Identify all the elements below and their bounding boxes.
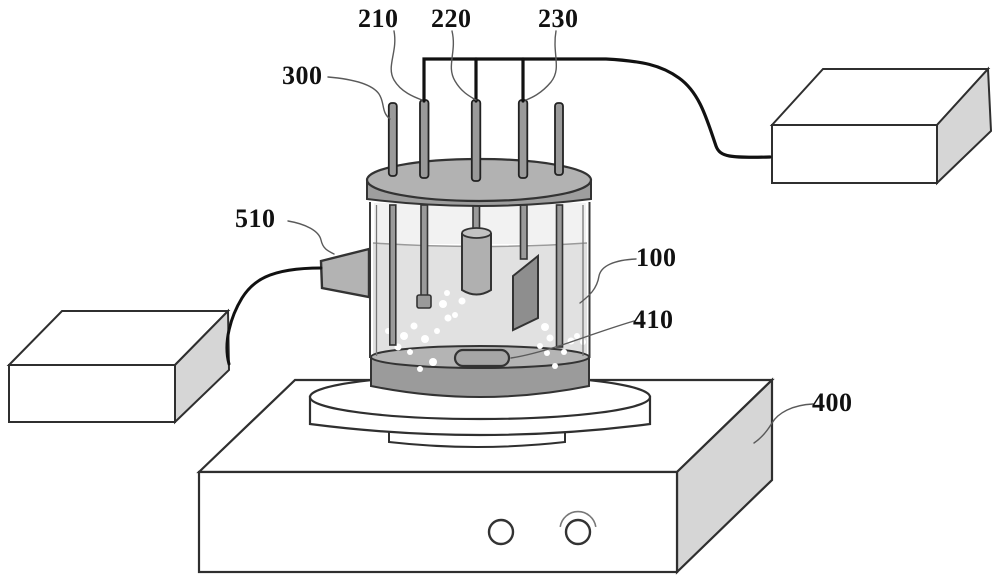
rods-above-lid bbox=[387, 99, 564, 182]
stirrer-knob-left[interactable] bbox=[487, 518, 515, 546]
leader-lines bbox=[287, 30, 814, 444]
leader-400 bbox=[753, 403, 814, 444]
inside-rods bbox=[388, 204, 564, 348]
left-box-front-face bbox=[8, 364, 176, 423]
leader-220 bbox=[450, 30, 477, 101]
reaction-vessel bbox=[319, 99, 593, 398]
bus-wire-to-right-box bbox=[422, 57, 772, 159]
support-rod-right bbox=[555, 204, 564, 348]
cylinder-electrode-220 bbox=[461, 233, 492, 296]
rod-top-230 bbox=[517, 99, 529, 179]
plate-electrode-230 bbox=[512, 253, 539, 332]
leader-510 bbox=[287, 220, 335, 255]
label-100: 100 bbox=[636, 243, 677, 272]
transducer-horn-510 bbox=[319, 247, 371, 299]
stirrer-front-face bbox=[197, 470, 679, 574]
rod-top-220 bbox=[470, 99, 482, 182]
label-300: 300 bbox=[282, 61, 323, 90]
leader-230 bbox=[525, 30, 558, 101]
leader-210 bbox=[390, 30, 423, 101]
electrode-tip-210 bbox=[416, 294, 432, 309]
label-410: 410 bbox=[633, 305, 674, 334]
rod-top-right bbox=[554, 102, 564, 176]
bubbles bbox=[385, 290, 586, 372]
leader-300 bbox=[327, 76, 391, 120]
knob-rotation-arc bbox=[559, 510, 597, 528]
left-instrument-box bbox=[6, 308, 231, 425]
label-400: 400 bbox=[812, 388, 853, 417]
cable-left-box-to-horn bbox=[225, 266, 323, 366]
label-220: 220 bbox=[431, 4, 472, 33]
label-510: 510 bbox=[235, 204, 276, 233]
rod-top-300 bbox=[387, 102, 398, 177]
label-210: 210 bbox=[358, 4, 399, 33]
right-box-front-face bbox=[771, 124, 938, 184]
stirrer-knob-right[interactable] bbox=[564, 518, 592, 546]
electrode-rod-210 bbox=[420, 204, 429, 297]
electrode-rod-230 bbox=[519, 204, 528, 260]
leader-410 bbox=[510, 320, 635, 359]
wiring bbox=[225, 57, 772, 366]
right-instrument-box bbox=[769, 66, 993, 186]
support-rod-left bbox=[388, 204, 397, 346]
magnetic-stir-bar bbox=[453, 348, 511, 368]
label-230: 230 bbox=[538, 4, 579, 33]
leader-100 bbox=[579, 258, 637, 304]
rod-top-210 bbox=[419, 99, 430, 179]
cylinder-electrode-cap bbox=[461, 227, 492, 239]
